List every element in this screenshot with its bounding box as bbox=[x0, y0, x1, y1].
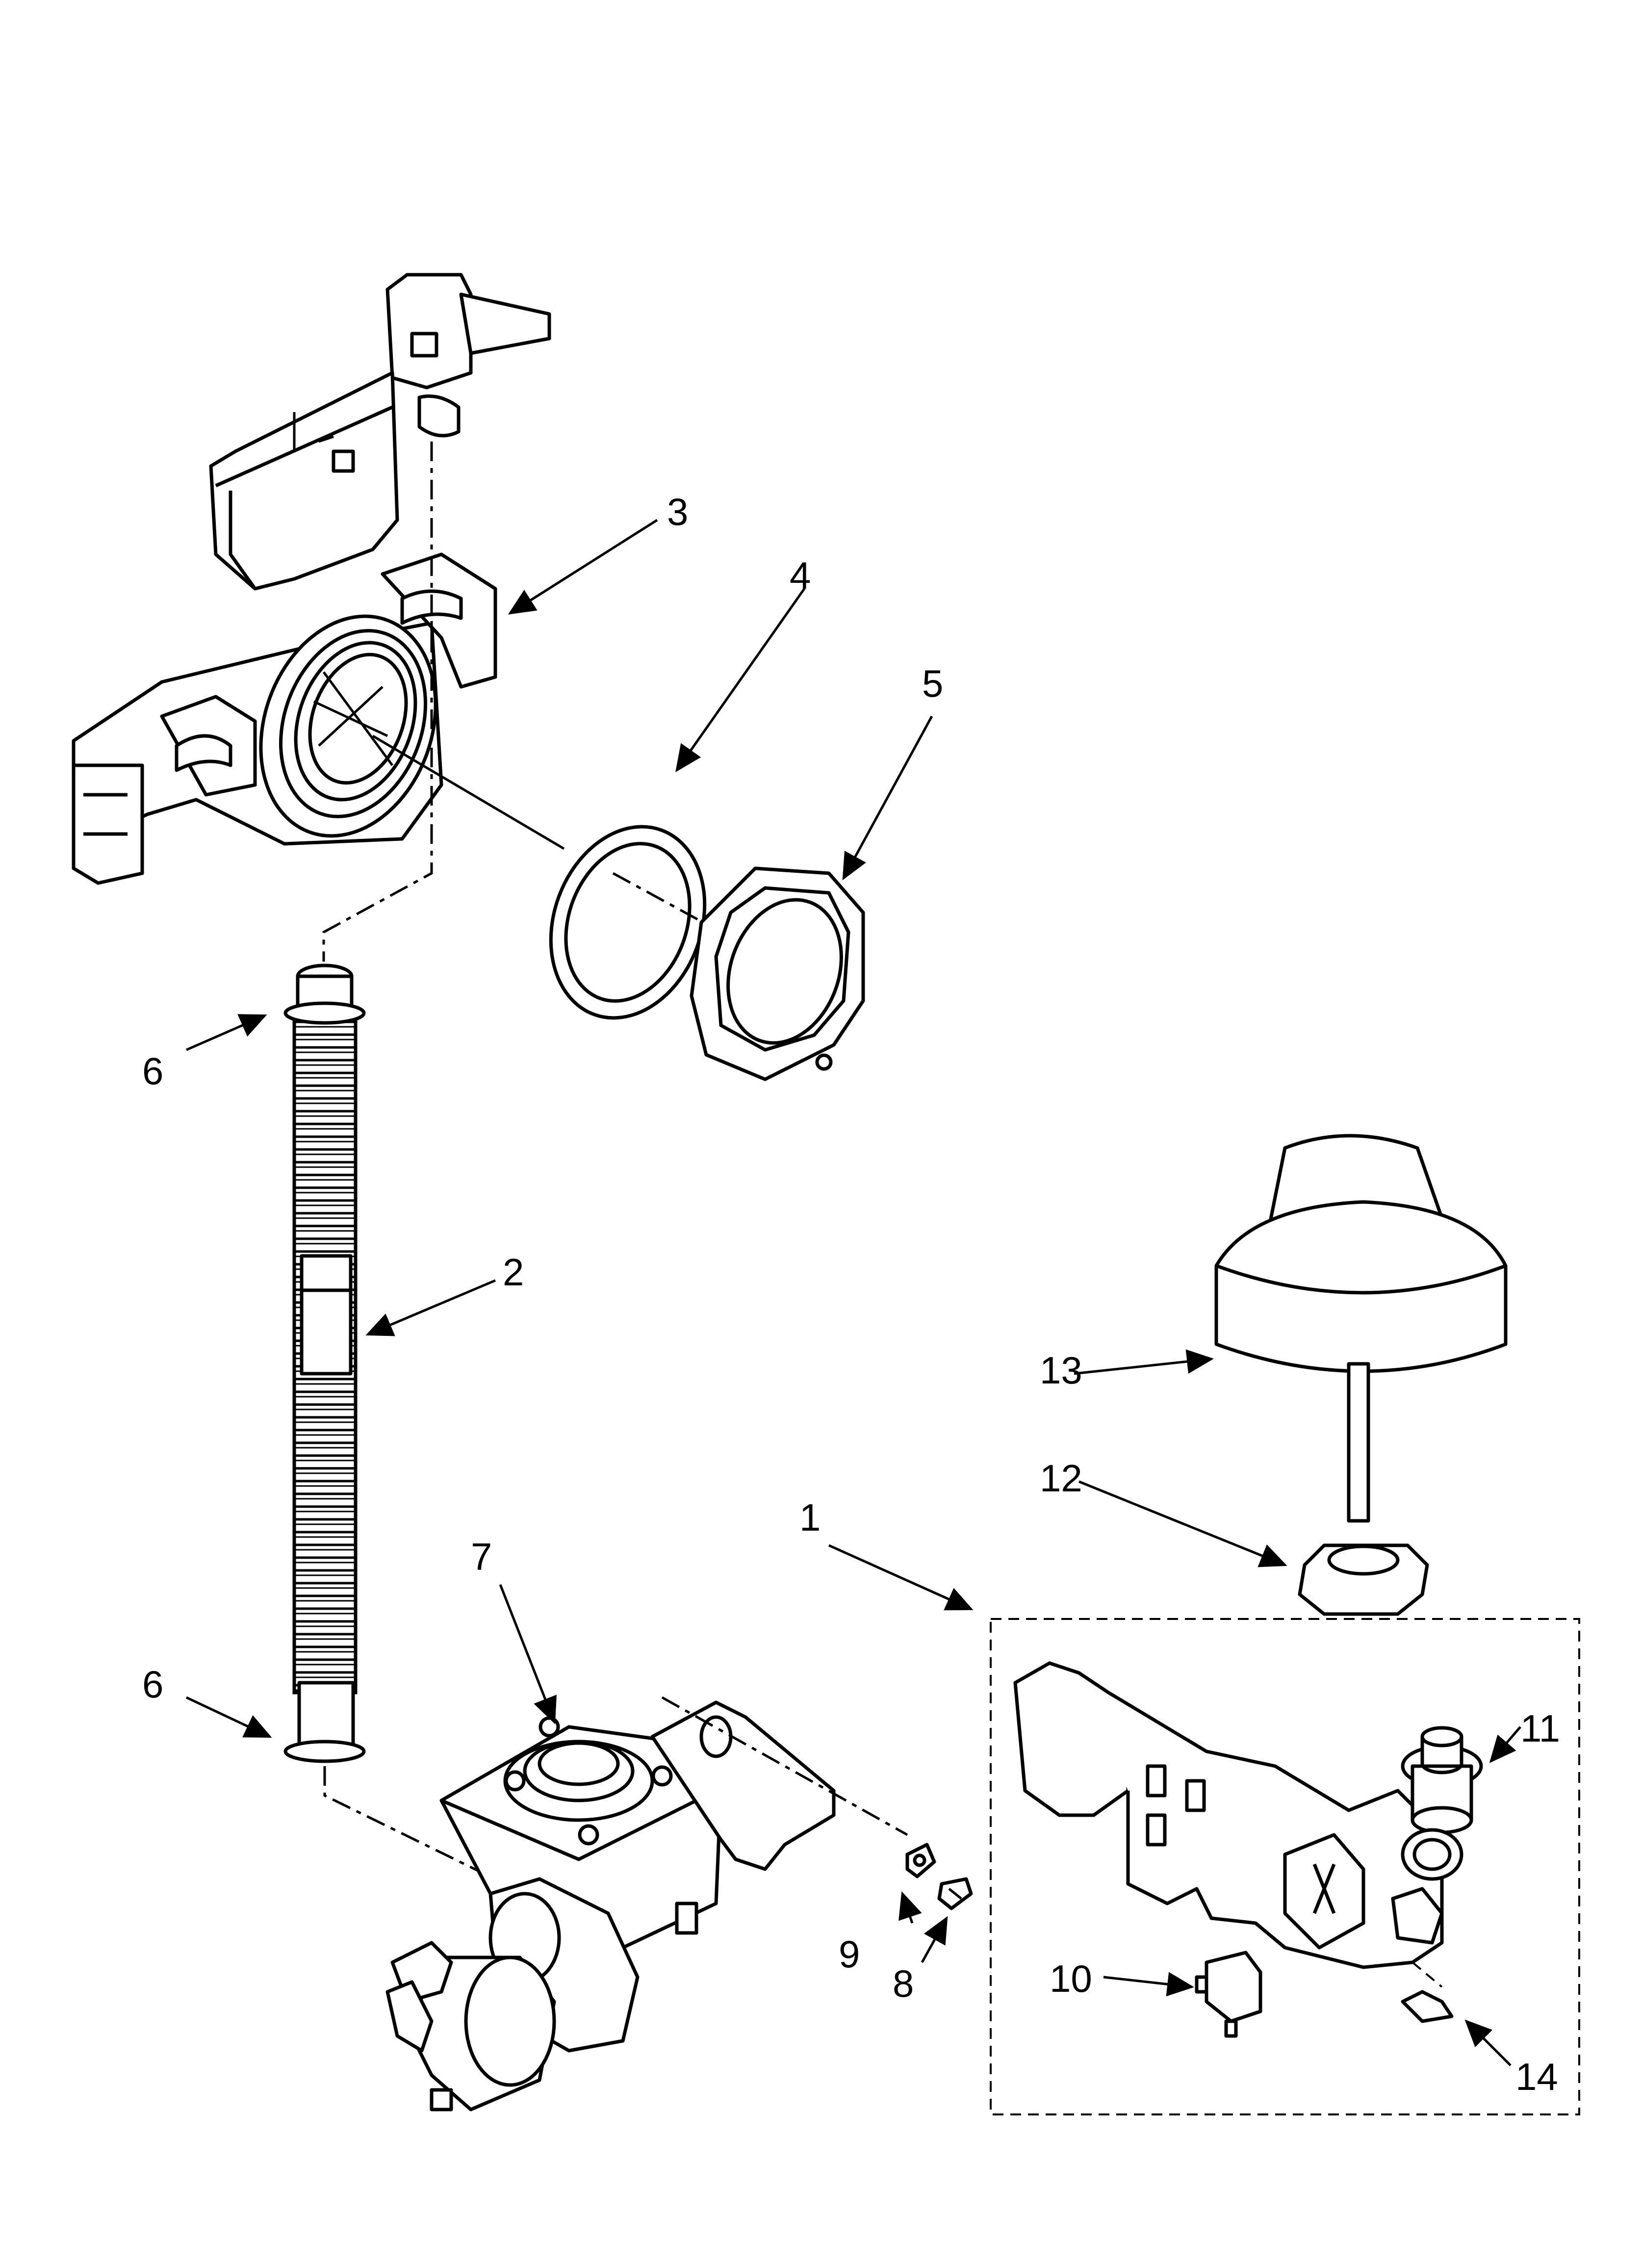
leader-2 bbox=[365, 1279, 496, 1336]
micro-switch-part bbox=[1195, 1951, 1262, 2038]
hose-clamp-bottom bbox=[283, 1740, 366, 1763]
actuator-lever-part bbox=[1401, 1961, 1454, 2023]
leader-11 bbox=[1489, 1726, 1521, 1763]
callout-12: 12 bbox=[1040, 1457, 1082, 1500]
callout-5: 5 bbox=[922, 662, 943, 705]
leader-lines bbox=[185, 519, 1521, 2066]
gasket-ring-part bbox=[549, 825, 722, 1020]
vent-nut-part bbox=[690, 866, 865, 1081]
fill-hose-part bbox=[283, 964, 366, 1763]
leader-4 bbox=[675, 588, 806, 773]
callout-4: 4 bbox=[790, 554, 811, 597]
hose-clamp-top bbox=[283, 1001, 366, 1025]
float-nut-part bbox=[1298, 1543, 1429, 1616]
callout-6-top: 6 bbox=[142, 1049, 163, 1093]
float-switch-bracket-part bbox=[1013, 1661, 1444, 1969]
inlet-valve-part bbox=[385, 1700, 836, 2112]
leader-7 bbox=[499, 1584, 557, 1724]
float-part bbox=[1214, 1134, 1508, 1523]
callout-13: 13 bbox=[1040, 1349, 1082, 1392]
hose-to-valve-centerline bbox=[323, 1766, 516, 1890]
leader-13 bbox=[1074, 1349, 1214, 1375]
leader-5 bbox=[842, 715, 933, 881]
callout-14: 14 bbox=[1515, 2055, 1558, 2098]
callout-2: 2 bbox=[503, 1251, 524, 1294]
callout-6-bottom: 6 bbox=[142, 1663, 163, 1706]
leader-10 bbox=[1103, 1972, 1194, 1997]
float-switch-assembly-box bbox=[990, 1618, 1580, 2115]
leader-9 bbox=[898, 1891, 922, 1924]
leader-14 bbox=[1464, 2019, 1512, 2066]
callout-1: 1 bbox=[799, 1496, 821, 1539]
callout-9: 9 bbox=[839, 1932, 860, 1976]
leader-1 bbox=[828, 1544, 974, 1611]
callout-8: 8 bbox=[893, 1962, 914, 2005]
float-switch-post-part bbox=[1401, 1726, 1483, 1881]
callout-10: 10 bbox=[1050, 1957, 1092, 2000]
callout-7: 7 bbox=[471, 1535, 492, 1578]
leader-8 bbox=[921, 1916, 948, 1963]
callout-11: 11 bbox=[1520, 1707, 1560, 1750]
callout-labels: 3 4 5 6 2 6 7 8 9 13 12 1 11 10 14 bbox=[142, 490, 1560, 2098]
leader-3 bbox=[508, 519, 658, 615]
leader-6b bbox=[185, 1696, 272, 1738]
screw-and-washer-parts bbox=[661, 1696, 973, 1910]
leader-6a bbox=[185, 1014, 267, 1051]
leader-12 bbox=[1078, 1480, 1287, 1567]
vent-bracket-part bbox=[72, 273, 565, 885]
callout-3: 3 bbox=[667, 490, 688, 533]
